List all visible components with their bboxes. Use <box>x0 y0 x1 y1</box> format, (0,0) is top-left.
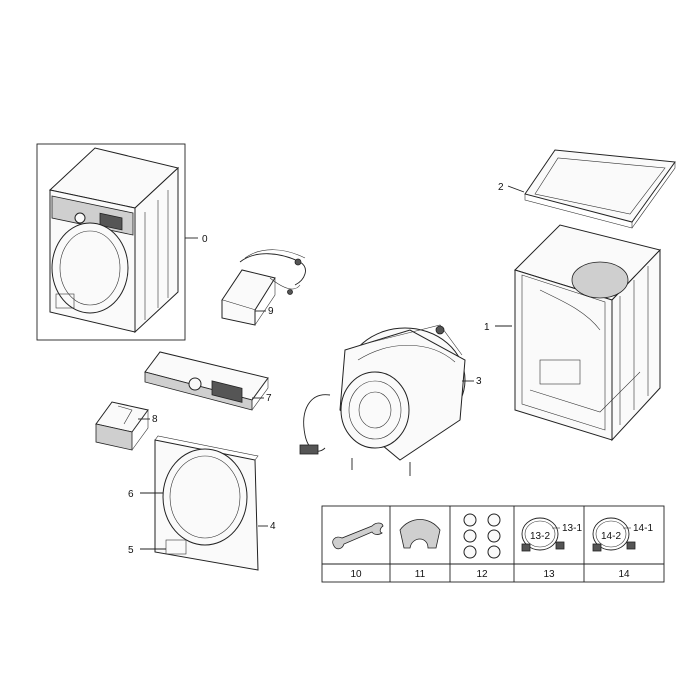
sub-callout-14-2: 14-2 <box>601 531 621 542</box>
callout-5: 5 <box>128 545 134 556</box>
accessory-12-caps[interactable]: 12 <box>463 513 501 580</box>
callout-3: 3 <box>476 376 482 387</box>
callout-8: 8 <box>152 414 158 425</box>
accessory-label-13: 13 <box>543 569 555 580</box>
part-0-frame <box>36 143 186 341</box>
accessory-table <box>321 505 665 583</box>
part-1-cabinet[interactable]: 1 <box>484 224 661 442</box>
sub-callout-14-1: 14-1 <box>633 523 653 534</box>
part-7-control-panel[interactable]: 7 <box>144 351 272 411</box>
callout-9: 9 <box>268 306 274 317</box>
sub-callout-13-2: 13-2 <box>530 531 550 542</box>
accessory-label-10: 10 <box>350 569 362 580</box>
accessory-label-11: 11 <box>415 569 426 580</box>
accessory-11-hose-guide[interactable]: 11 <box>399 519 441 581</box>
part-5-filter-cover[interactable]: 5 <box>128 539 187 556</box>
accessory-10-wrench[interactable]: 10 <box>332 522 384 580</box>
sub-callout-13-1: 13-1 <box>562 523 582 534</box>
callout-0: 0 <box>202 234 208 245</box>
part-8-detergent-drawer[interactable]: 8 <box>95 401 158 451</box>
accessory-label-12: 12 <box>476 569 488 580</box>
accessory-14-inlet-hose[interactable]: 14-1 14-2 14 <box>592 517 653 580</box>
part-9-wire-harness[interactable]: 9 <box>221 249 306 326</box>
callout-6: 6 <box>128 489 134 500</box>
callout-7: 7 <box>266 393 272 404</box>
callout-4: 4 <box>270 521 276 532</box>
callout-1: 1 <box>484 322 490 333</box>
part-0-complete-washer[interactable]: 0 <box>36 143 208 341</box>
part-3-tub-assembly[interactable]: 3 <box>299 324 482 476</box>
part-6-door[interactable]: 6 <box>128 448 248 546</box>
accessory-label-14: 14 <box>618 569 630 580</box>
callout-2: 2 <box>498 182 504 193</box>
accessory-13-inlet-hose[interactable]: 13-1 13-2 13 <box>521 517 582 580</box>
part-2-top-cover[interactable]: 2 <box>498 149 676 229</box>
